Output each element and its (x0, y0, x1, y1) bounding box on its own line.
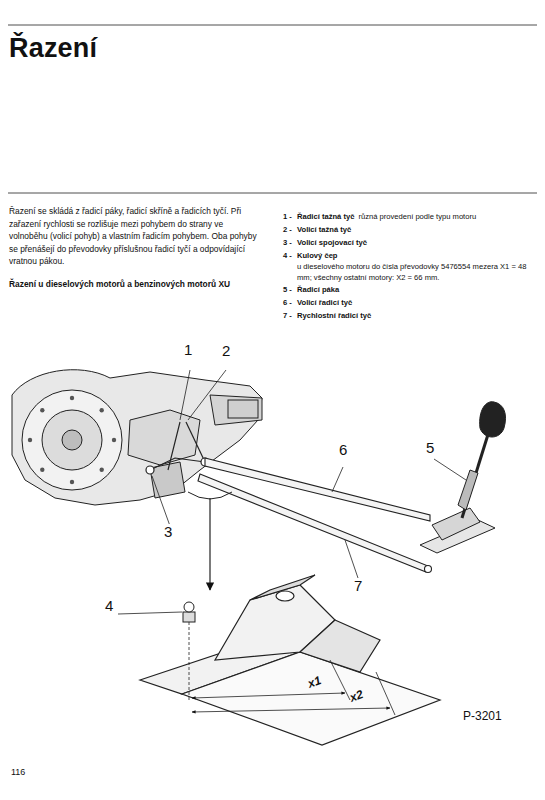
leader-lines (118, 370, 466, 614)
callout-number: 3 (163, 524, 173, 540)
parts-list-item: 3 -Volicí spojovací tyč (283, 237, 539, 248)
item-number: 4 - (283, 250, 297, 261)
figure-code: P-3201 (463, 709, 502, 723)
callout-number: 2 (221, 343, 231, 359)
part-name: Volicí tažná tyč (297, 225, 351, 234)
bolt (112, 438, 116, 442)
page-number: 116 (11, 767, 25, 777)
item-number: 2 - (283, 224, 297, 235)
parts-list-item: 6 -Volicí řadicí tyč (283, 297, 539, 308)
part-name: Rychlostní řadicí tyč (297, 311, 371, 320)
housing-bolts (28, 396, 116, 484)
bolt (28, 438, 32, 442)
part-name: Řadicí tažná tyč (297, 212, 354, 221)
bolt (70, 480, 74, 484)
ball-stud (183, 602, 195, 622)
parts-list-item: 5 -Řadicí páka (283, 284, 539, 295)
detail-arrow (209, 498, 210, 590)
callout-number: 5 (425, 440, 435, 456)
dimension-lines (189, 622, 395, 715)
shift-rods (198, 458, 432, 573)
part-name: Řadicí páka (297, 285, 339, 294)
parts-list-item: 4 -Kulový čepu dieselového motoru do čís… (283, 250, 539, 283)
page-rules (8, 25, 537, 193)
bolt (99, 467, 103, 471)
bolt (99, 408, 103, 412)
bolt (40, 467, 44, 471)
item-number: 3 - (283, 237, 297, 248)
gearbox-rods (146, 422, 209, 474)
detail-mark (188, 492, 232, 499)
callout-number: 4 (104, 598, 114, 614)
detail-bracket (140, 575, 440, 745)
part-name: Volicí řadicí tyč (297, 298, 352, 307)
subheading: Řazení u dieselových motorů a benzinovýc… (9, 278, 263, 291)
part-name: Volicí spojovací tyč (297, 238, 367, 247)
part-note: různá provedení podle typu motoru (358, 212, 476, 221)
item-number: 5 - (283, 284, 297, 295)
parts-list-item: 2 -Volicí tažná tyč (283, 224, 539, 235)
parts-list-item: 1 -Řadicí tažná tyč různá provedení podle… (283, 211, 539, 222)
body-text: Řazení se skládá z řadicí páky, řadicí s… (9, 205, 263, 268)
callout-number: 1 (183, 342, 193, 358)
bolt (70, 396, 74, 400)
item-number: 1 - (283, 211, 297, 222)
part-name: Kulový čep (297, 251, 338, 260)
page-title: Řazení (9, 33, 97, 64)
item-number: 6 - (283, 297, 297, 308)
item-number: 7 - (283, 310, 297, 321)
shift-lever (420, 402, 506, 553)
part-note: u dieselového motoru do čísla převodovky… (297, 261, 539, 283)
parts-list-item: 7 -Rychlostní řadicí tyč (283, 310, 539, 321)
callout-number: 6 (338, 442, 348, 458)
bolt (40, 408, 44, 412)
callout-number: 7 (353, 578, 363, 594)
